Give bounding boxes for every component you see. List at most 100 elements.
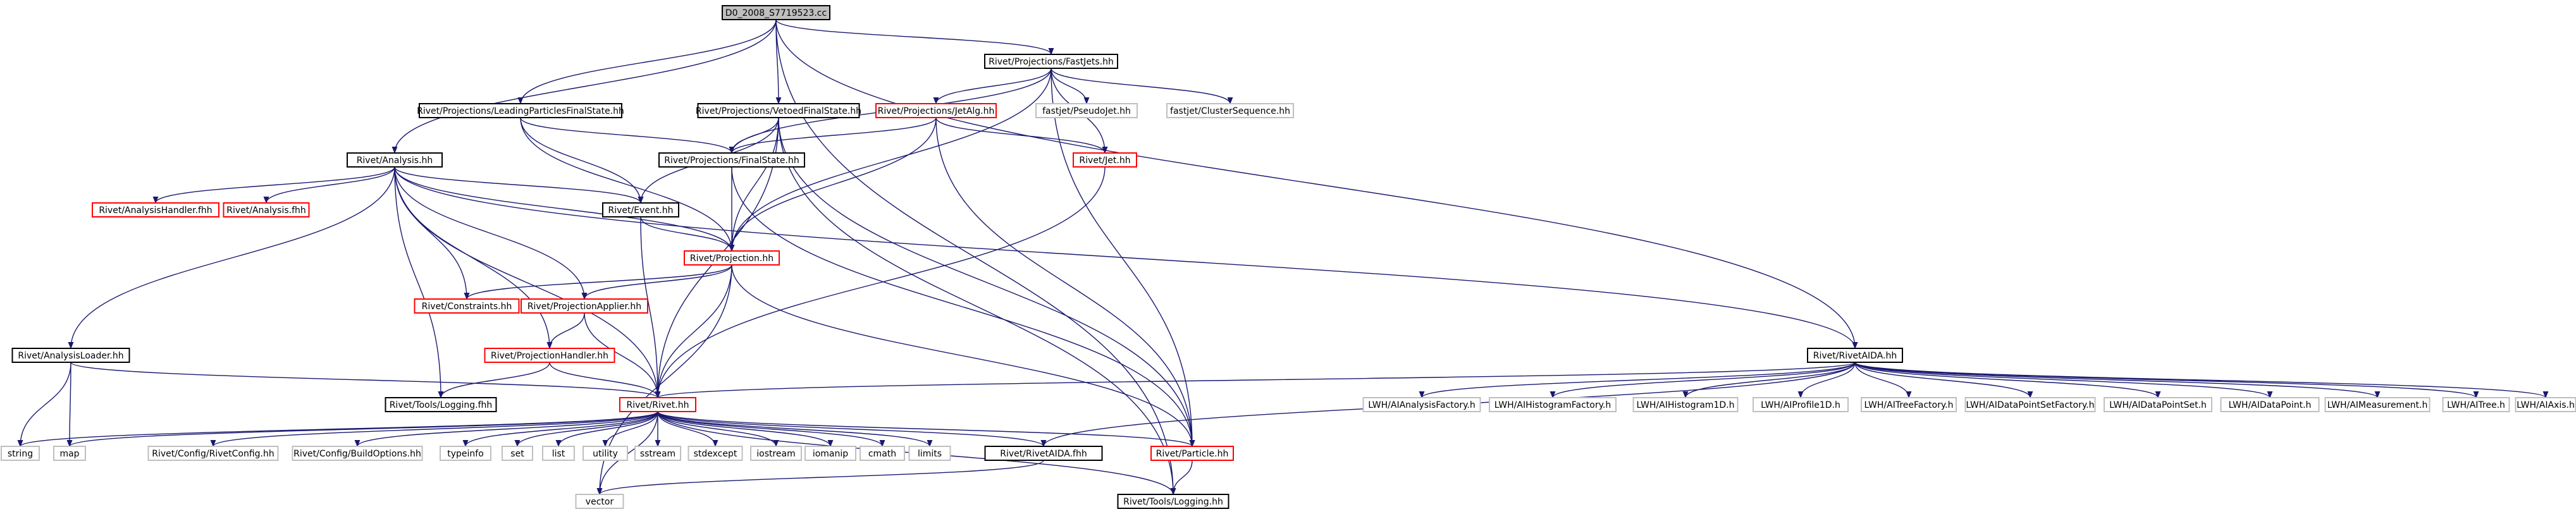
node-rivet-tools-logging-hh[interactable]: Rivet/Tools/Logging.hh xyxy=(1117,494,1229,509)
node-label: Rivet/Projection.hh xyxy=(690,254,773,264)
node-map: map xyxy=(53,446,86,461)
node-rivet-rivetaida-hh[interactable]: Rivet/RivetAIDA.hh xyxy=(1807,348,1903,363)
node-rivet-rivet-hh[interactable]: Rivet/Rivet.hh xyxy=(619,397,696,412)
edge-analysis-to-rivethh xyxy=(394,166,661,399)
node-label: Rivet/Projections/FinalState.hh xyxy=(664,156,799,166)
node-box xyxy=(1632,397,1739,412)
edge-rivethh-to-raidafhh xyxy=(657,411,1047,448)
node-rivet-analysishandler-fhh[interactable]: Rivet/AnalysisHandler.fhh xyxy=(92,202,219,217)
node-box xyxy=(385,397,497,412)
node-string: string xyxy=(1,446,40,461)
node-rivet-event-hh[interactable]: Rivet/Event.hh xyxy=(602,202,679,217)
node-rivet-projections-fastjets-hh[interactable]: Rivet/Projections/FastJets.hh xyxy=(984,54,1118,69)
node-rivet-particle-hh[interactable]: Rivet/Particle.hh xyxy=(1150,446,1234,461)
node-box xyxy=(687,446,743,461)
node-label: LWH/AIHistogram1D.h xyxy=(1637,400,1735,410)
edge-phandler-to-rivethh xyxy=(549,362,661,399)
node-box xyxy=(722,5,830,20)
node-box xyxy=(1073,152,1137,168)
node-rivet-projection-hh[interactable]: Rivet/Projection.hh xyxy=(684,250,780,266)
edge-event-to-projection xyxy=(640,216,735,252)
node-label: vector xyxy=(586,497,614,507)
node-label: LWH/AIProfile1D.h xyxy=(1761,400,1840,410)
node-box xyxy=(521,298,648,314)
node-rivet-analysisloader-hh[interactable]: Rivet/AnalysisLoader.hh xyxy=(11,348,130,363)
node-box xyxy=(542,446,575,461)
node-label: Rivet/Particle.hh xyxy=(1156,449,1229,459)
node-label: list xyxy=(552,449,565,459)
edge-jet-to-rivethh xyxy=(655,166,1106,399)
node-box xyxy=(147,446,279,461)
edge-jetalg-to-jet xyxy=(935,117,1108,154)
node-box xyxy=(484,348,615,363)
edge-lpfs-to-projection xyxy=(520,117,735,252)
edge-rivethh-to-typeinfo xyxy=(462,411,658,448)
node-box xyxy=(804,446,856,461)
node-sstream: sstream xyxy=(634,446,681,461)
node-rivet-projections-vetoedfinalstate-hh[interactable]: Rivet/Projections/VetoedFinalState.hh xyxy=(696,103,861,118)
node-utility: utility xyxy=(582,446,628,461)
node-rivet-projections-finalstate-hh[interactable]: Rivet/Projections/FinalState.hh xyxy=(658,152,805,168)
edge-aloader-to-map xyxy=(66,362,73,448)
edge-fastjets-to-projection xyxy=(729,68,1052,252)
edge-rivethh-to-set xyxy=(514,411,658,448)
node-rivet-projections-jetalg-hh[interactable]: Rivet/Projections/JetAlg.hh xyxy=(875,103,997,118)
node-rivet-projectionhandler-hh[interactable]: Rivet/ProjectionHandler.hh xyxy=(484,348,615,363)
edge-rivethh-to-utility xyxy=(602,411,658,448)
node-label: Rivet/Analysis.fhh xyxy=(226,205,306,216)
node-rivet-rivetaida-fhh[interactable]: Rivet/RivetAIDA.fhh xyxy=(984,446,1103,461)
edge-rivetaida-to-lwh_p1 xyxy=(1797,362,1856,399)
edge-rivethh-to-stdexcept xyxy=(657,411,718,448)
node-label: map xyxy=(59,449,79,459)
node-rivet-projections-leadingparticlesfinalstate-hh[interactable]: Rivet/Projections/LeadingParticlesFinalS… xyxy=(417,103,624,118)
node-label: utility xyxy=(593,449,618,459)
node-rivet-config-buildoptions-hh: Rivet/Config/BuildOptions.hh xyxy=(292,446,423,461)
node-box xyxy=(2220,397,2320,412)
node-rivet-jet-hh[interactable]: Rivet/Jet.hh xyxy=(1073,152,1137,168)
node-label: LWH/AIAxis.h xyxy=(2517,400,2575,410)
node-lwh-aidatapoint-h: LWH/AIDataPoint.h xyxy=(2220,397,2320,412)
node-label: Rivet/Projections/FastJets.hh xyxy=(989,57,1114,67)
node-lwh-aianalysisfactory-h: LWH/AIAnalysisFactory.h xyxy=(1362,397,1481,412)
node-label: Rivet/ProjectionHandler.hh xyxy=(491,351,608,361)
node-rivet-analysis-hh[interactable]: Rivet/Analysis.hh xyxy=(347,152,443,168)
node-lwh-aimeasurement-h: LWH/AIMeasurement.h xyxy=(2324,397,2431,412)
node-vector: vector xyxy=(575,494,624,509)
node-lwh-aiprofile1d-h: LWH/AIProfile1D.h xyxy=(1753,397,1849,412)
edge-aloader-to-rivethh xyxy=(70,362,661,399)
node-box xyxy=(502,446,533,461)
edge-analysis-to-rivetaida xyxy=(394,166,1858,350)
edge-jetalg-to-projection xyxy=(729,117,937,252)
edge-root-to-analysis xyxy=(391,19,777,154)
node-rivet-tools-logging-fhh[interactable]: Rivet/Tools/Logging.fhh xyxy=(385,397,497,412)
node-rivet-constraints-hh[interactable]: Rivet/Constraints.hh xyxy=(414,298,520,314)
edge-projection-to-papplier xyxy=(581,264,732,300)
node-label: Rivet/ProjectionApplier.hh xyxy=(527,302,641,312)
edge-rivethh-to-vector xyxy=(596,411,658,496)
dependency-nodes: D0_2008_S7719523.ccRivet/Projections/Fas… xyxy=(1,5,2576,509)
edge-rivetaida-to-lwh_tf xyxy=(1854,362,1912,399)
node-label: iomanip xyxy=(813,449,848,459)
node-label: string xyxy=(8,449,33,459)
node-box xyxy=(1807,348,1903,363)
edge-lpfs-to-finalstate xyxy=(520,117,735,154)
node-rivet-projectionapplier-hh[interactable]: Rivet/ProjectionApplier.hh xyxy=(521,298,648,314)
node-lwh-aihistogram1d-h: LWH/AIHistogram1D.h xyxy=(1632,397,1739,412)
node-label: LWH/AIMeasurement.h xyxy=(2327,400,2428,410)
node-box xyxy=(53,446,86,461)
node-limits: limits xyxy=(908,446,951,461)
node-d0-2008-s7719523-cc[interactable]: D0_2008_S7719523.cc xyxy=(722,5,830,20)
node-label: Rivet/Event.hh xyxy=(608,205,673,216)
edge-rivetaida-to-lwh_af xyxy=(1419,362,1856,399)
node-iomanip: iomanip xyxy=(804,446,856,461)
node-label: LWH/AITree.h xyxy=(2447,400,2505,410)
node-label: sstream xyxy=(640,449,675,459)
edge-rivetaida-to-lwh_dps xyxy=(1854,362,2161,399)
edge-rivethh-to-list xyxy=(555,411,658,448)
node-typeinfo: typeinfo xyxy=(440,446,491,461)
node-box xyxy=(1150,446,1234,461)
edge-rivetaida-to-lwh_hf xyxy=(1550,362,1856,399)
node-label: set xyxy=(510,449,524,459)
node-rivet-analysis-fhh[interactable]: Rivet/Analysis.fhh xyxy=(223,202,310,217)
